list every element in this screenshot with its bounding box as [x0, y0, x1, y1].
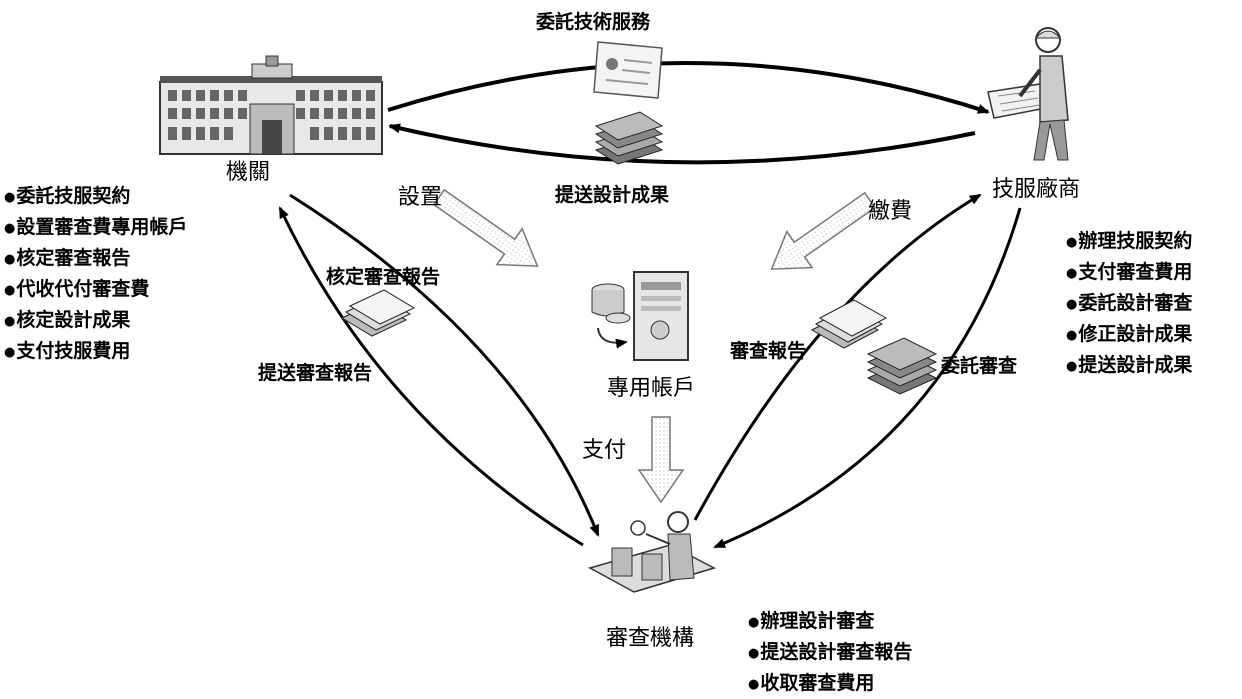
node-label-agency: 機關: [226, 160, 271, 185]
reviewer-duty-item: 收取審查費用: [748, 668, 912, 699]
arrow-approve-report: [289, 193, 600, 537]
commission-review-stack-icon: [866, 337, 938, 395]
block-arrow-pay: [637, 416, 685, 504]
contract-document-icon: [593, 41, 663, 99]
label-review-report: 審查報告: [730, 340, 807, 362]
node-label-account: 專用帳戶: [607, 376, 696, 401]
arrow-commission-review: [713, 207, 1022, 549]
consultant-duty-item: 提送設計成果: [1066, 350, 1192, 381]
review-agency-desk-icon: [588, 511, 716, 593]
agency-duty-item: 支付技服費用: [4, 336, 187, 367]
label-setup: 設置: [398, 185, 443, 210]
agency-duty-item: 核定審查報告: [4, 243, 187, 274]
label-pay-fee: 繳費: [868, 199, 913, 224]
reviewer-duty-list: 辦理設計審查 提送設計審查報告 收取審查費用: [748, 606, 912, 699]
agency-duty-item: 委託技服契約: [4, 181, 187, 212]
consultant-duty-item: 委託設計審查: [1066, 288, 1192, 319]
reviewer-duty-item: 辦理設計審查: [748, 606, 912, 637]
consultant-engineer-icon: [987, 27, 1069, 161]
agency-duty-item: 核定設計成果: [4, 305, 187, 336]
node-label-consultant: 技服廠商: [992, 177, 1081, 202]
agency-duty-item: 代收代付審查費: [4, 274, 187, 305]
node-label-reviewer: 審查機構: [606, 626, 695, 651]
label-commission-service: 委託技術服務: [536, 11, 651, 33]
consultant-duty-item: 修正設計成果: [1066, 319, 1192, 350]
arrow-submit-design: [388, 123, 976, 165]
block-arrow-setup: [432, 188, 539, 267]
consultant-duty-item: 辦理技服契約: [1066, 226, 1192, 257]
block-arrow-pay-fee: [770, 191, 877, 270]
label-submit-design: 提送設計成果: [555, 184, 670, 206]
label-submit-review-report: 提送審查報告: [258, 362, 373, 384]
arrow-commission-service: [387, 61, 990, 114]
agency-duty-list: 委託技服契約 設置審查費專用帳戶 核定審查報告 代收代付審查費 核定設計成果 支…: [4, 181, 187, 367]
account-server-icon: [591, 271, 689, 361]
label-pay: 支付: [582, 438, 627, 463]
design-results-stack-icon: [594, 111, 664, 165]
consultant-duty-item: 支付審查費用: [1066, 257, 1192, 288]
reviewer-duty-item: 提送設計審查報告: [748, 637, 912, 668]
review-report-docs-icon-right: [810, 299, 888, 349]
agency-duty-item: 設置審查費專用帳戶: [4, 212, 187, 243]
label-approve-report: 核定審查報告: [326, 266, 441, 288]
arrow-submit-review-report: [278, 206, 584, 547]
label-commission-review: 委託審查: [941, 355, 1018, 377]
consultant-duty-list: 辦理技服契約 支付審查費用 委託設計審查 修正設計成果 提送設計成果: [1066, 226, 1192, 381]
review-report-docs-icon-left: [340, 289, 416, 337]
government-building-icon: [159, 55, 383, 155]
